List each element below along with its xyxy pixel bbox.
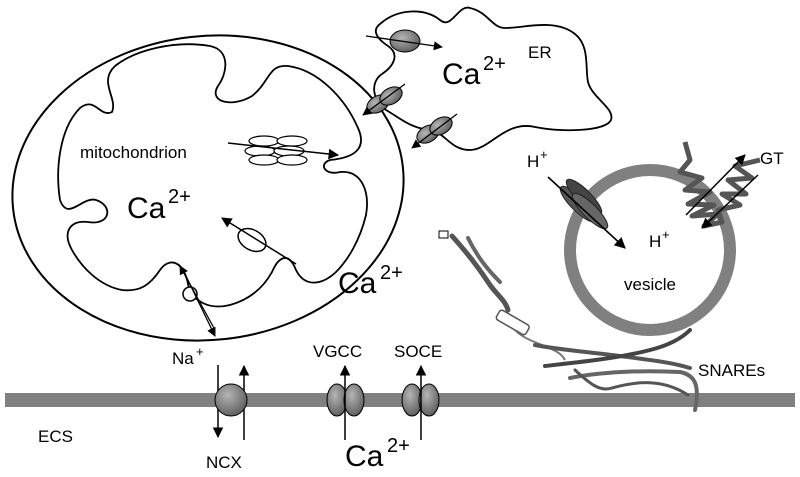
svg-text:2+: 2+: [483, 53, 506, 75]
vesicle-proton: H +: [649, 227, 670, 251]
soce-label: SOCE: [394, 342, 442, 361]
svg-text:2+: 2+: [387, 435, 410, 457]
svg-text:Na: Na: [172, 349, 194, 368]
ncx-label: NCX: [206, 453, 242, 472]
er-calcium: Ca 2+: [442, 53, 506, 91]
proton-pump-arrow: [547, 176, 626, 249]
endoplasmic-reticulum: Ca 2+ ER: [362, 6, 613, 151]
er-channel-top-arrow: [365, 35, 443, 51]
svg-text:2+: 2+: [380, 262, 403, 284]
snare-strand-c: [568, 369, 699, 412]
extracellular-calcium: Ca 2+: [345, 435, 410, 473]
gt-arrow-out: [685, 154, 746, 216]
mitochondrion-inner-membrane: [57, 43, 368, 308]
svg-text:Ca: Ca: [338, 267, 377, 300]
er-channel-bottom-arrow: [411, 113, 458, 149]
vgcc-channel: VGCC: [313, 342, 365, 440]
snares-label: SNAREs: [698, 361, 765, 380]
er-channel-left-arrow: [362, 83, 406, 116]
snare-strand-b: [543, 328, 692, 368]
snare-strand-d: [573, 368, 690, 397]
svg-text:+: +: [540, 147, 548, 162]
mitochondrion-calcium: Ca 2+: [127, 186, 191, 225]
ncx-exchanger: Na + NCX: [172, 344, 250, 472]
gt-arrow-in: [701, 174, 759, 229]
mitochondrion-outer-membrane: [11, 34, 405, 342]
synaptotagmin-strand-1: [449, 233, 511, 313]
vesicle-label: vesicle: [624, 275, 676, 294]
svg-text:Ca: Ca: [127, 192, 166, 225]
mitochondrion-label: mitochondrion: [80, 143, 187, 162]
er-membrane: [373, 6, 613, 151]
vesicle-membrane: [564, 164, 736, 336]
snare-domain-box: [495, 309, 530, 336]
cytosol-calcium: Ca 2+: [338, 262, 403, 300]
mitochondrion: mitochondrion Ca 2+: [11, 34, 405, 342]
exchanger-arrow-out: [184, 273, 216, 337]
mitochondrial-efflux-arrow: [227, 142, 340, 160]
snare-complex: SNAREs: [438, 230, 765, 412]
ecs-label: ECS: [38, 427, 73, 446]
plasma-membrane: [5, 393, 795, 407]
vgcc-label: VGCC: [313, 342, 362, 361]
synaptotagmin-head: [438, 230, 449, 239]
synaptic-vesicle: vesicle H + H + GT: [527, 141, 784, 336]
cytosol-proton: H +: [527, 147, 548, 171]
ncx-protein: [214, 383, 248, 417]
svg-text:2+: 2+: [168, 186, 191, 208]
svg-text:H: H: [649, 232, 661, 251]
gt-label: GT: [760, 149, 784, 168]
uniporter-influx-arrow: [221, 217, 297, 265]
er-label: ER: [528, 43, 552, 62]
svg-text:Ca: Ca: [442, 58, 481, 91]
mitochondrial-uniporter: [237, 227, 267, 253]
soce-channel: SOCE: [394, 342, 442, 440]
svg-text:Ca: Ca: [345, 440, 384, 473]
synaptotagmin-strand-2: [466, 236, 502, 284]
svg-text:+: +: [662, 227, 670, 242]
svg-text:+: +: [196, 344, 204, 359]
svg-text:H: H: [527, 152, 539, 171]
sodium-ion-label: Na +: [172, 344, 204, 368]
